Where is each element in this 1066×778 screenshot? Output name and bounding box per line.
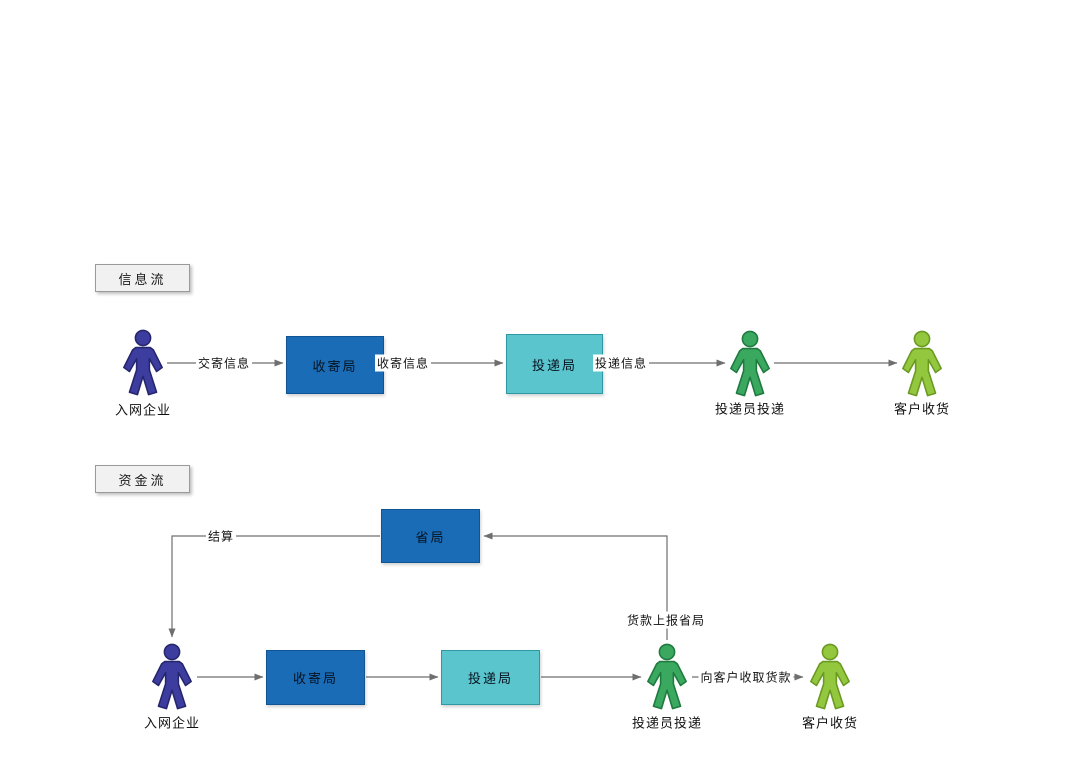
section-label-money-flow: 资金流 xyxy=(95,465,190,493)
label-enterprise-money: 入网企业 xyxy=(143,715,201,731)
edge-label-receiving-info: 收寄信息 xyxy=(374,354,432,372)
person-deliveryman-info xyxy=(730,330,770,397)
edge-settlement xyxy=(168,535,380,638)
person-customer-money xyxy=(810,643,850,710)
person-deliveryman-money xyxy=(647,643,687,710)
edge-label-submit-info: 交寄信息 xyxy=(195,354,253,372)
label-deliveryman-money: 投递员投递 xyxy=(631,715,703,731)
edge-label-report-payment: 货款上报省局 xyxy=(624,611,708,629)
node-receiving-office-money: 收寄局 xyxy=(266,650,365,705)
section-label-info-flow: 信息流 xyxy=(95,264,190,292)
person-enterprise-info xyxy=(123,329,163,396)
node-receiving-office-info: 收寄局 xyxy=(286,336,384,394)
node-delivery-office-money: 投递局 xyxy=(441,650,540,705)
edge-report-payment xyxy=(483,532,668,640)
label-enterprise-info: 入网企业 xyxy=(114,402,172,418)
edge-label-settlement: 结算 xyxy=(205,527,237,545)
label-deliveryman-info: 投递员投递 xyxy=(714,401,786,417)
label-customer-money: 客户收货 xyxy=(801,715,859,731)
label-customer-info: 客户收货 xyxy=(893,401,951,417)
node-delivery-office-info: 投递局 xyxy=(506,334,603,394)
edge-label-delivery-info: 投递信息 xyxy=(592,354,650,372)
node-provincial-office: 省局 xyxy=(381,509,480,563)
person-customer-info xyxy=(902,330,942,397)
person-enterprise-money xyxy=(152,643,192,710)
edge-label-collect-payment: 向客户收取货款 xyxy=(698,668,794,686)
